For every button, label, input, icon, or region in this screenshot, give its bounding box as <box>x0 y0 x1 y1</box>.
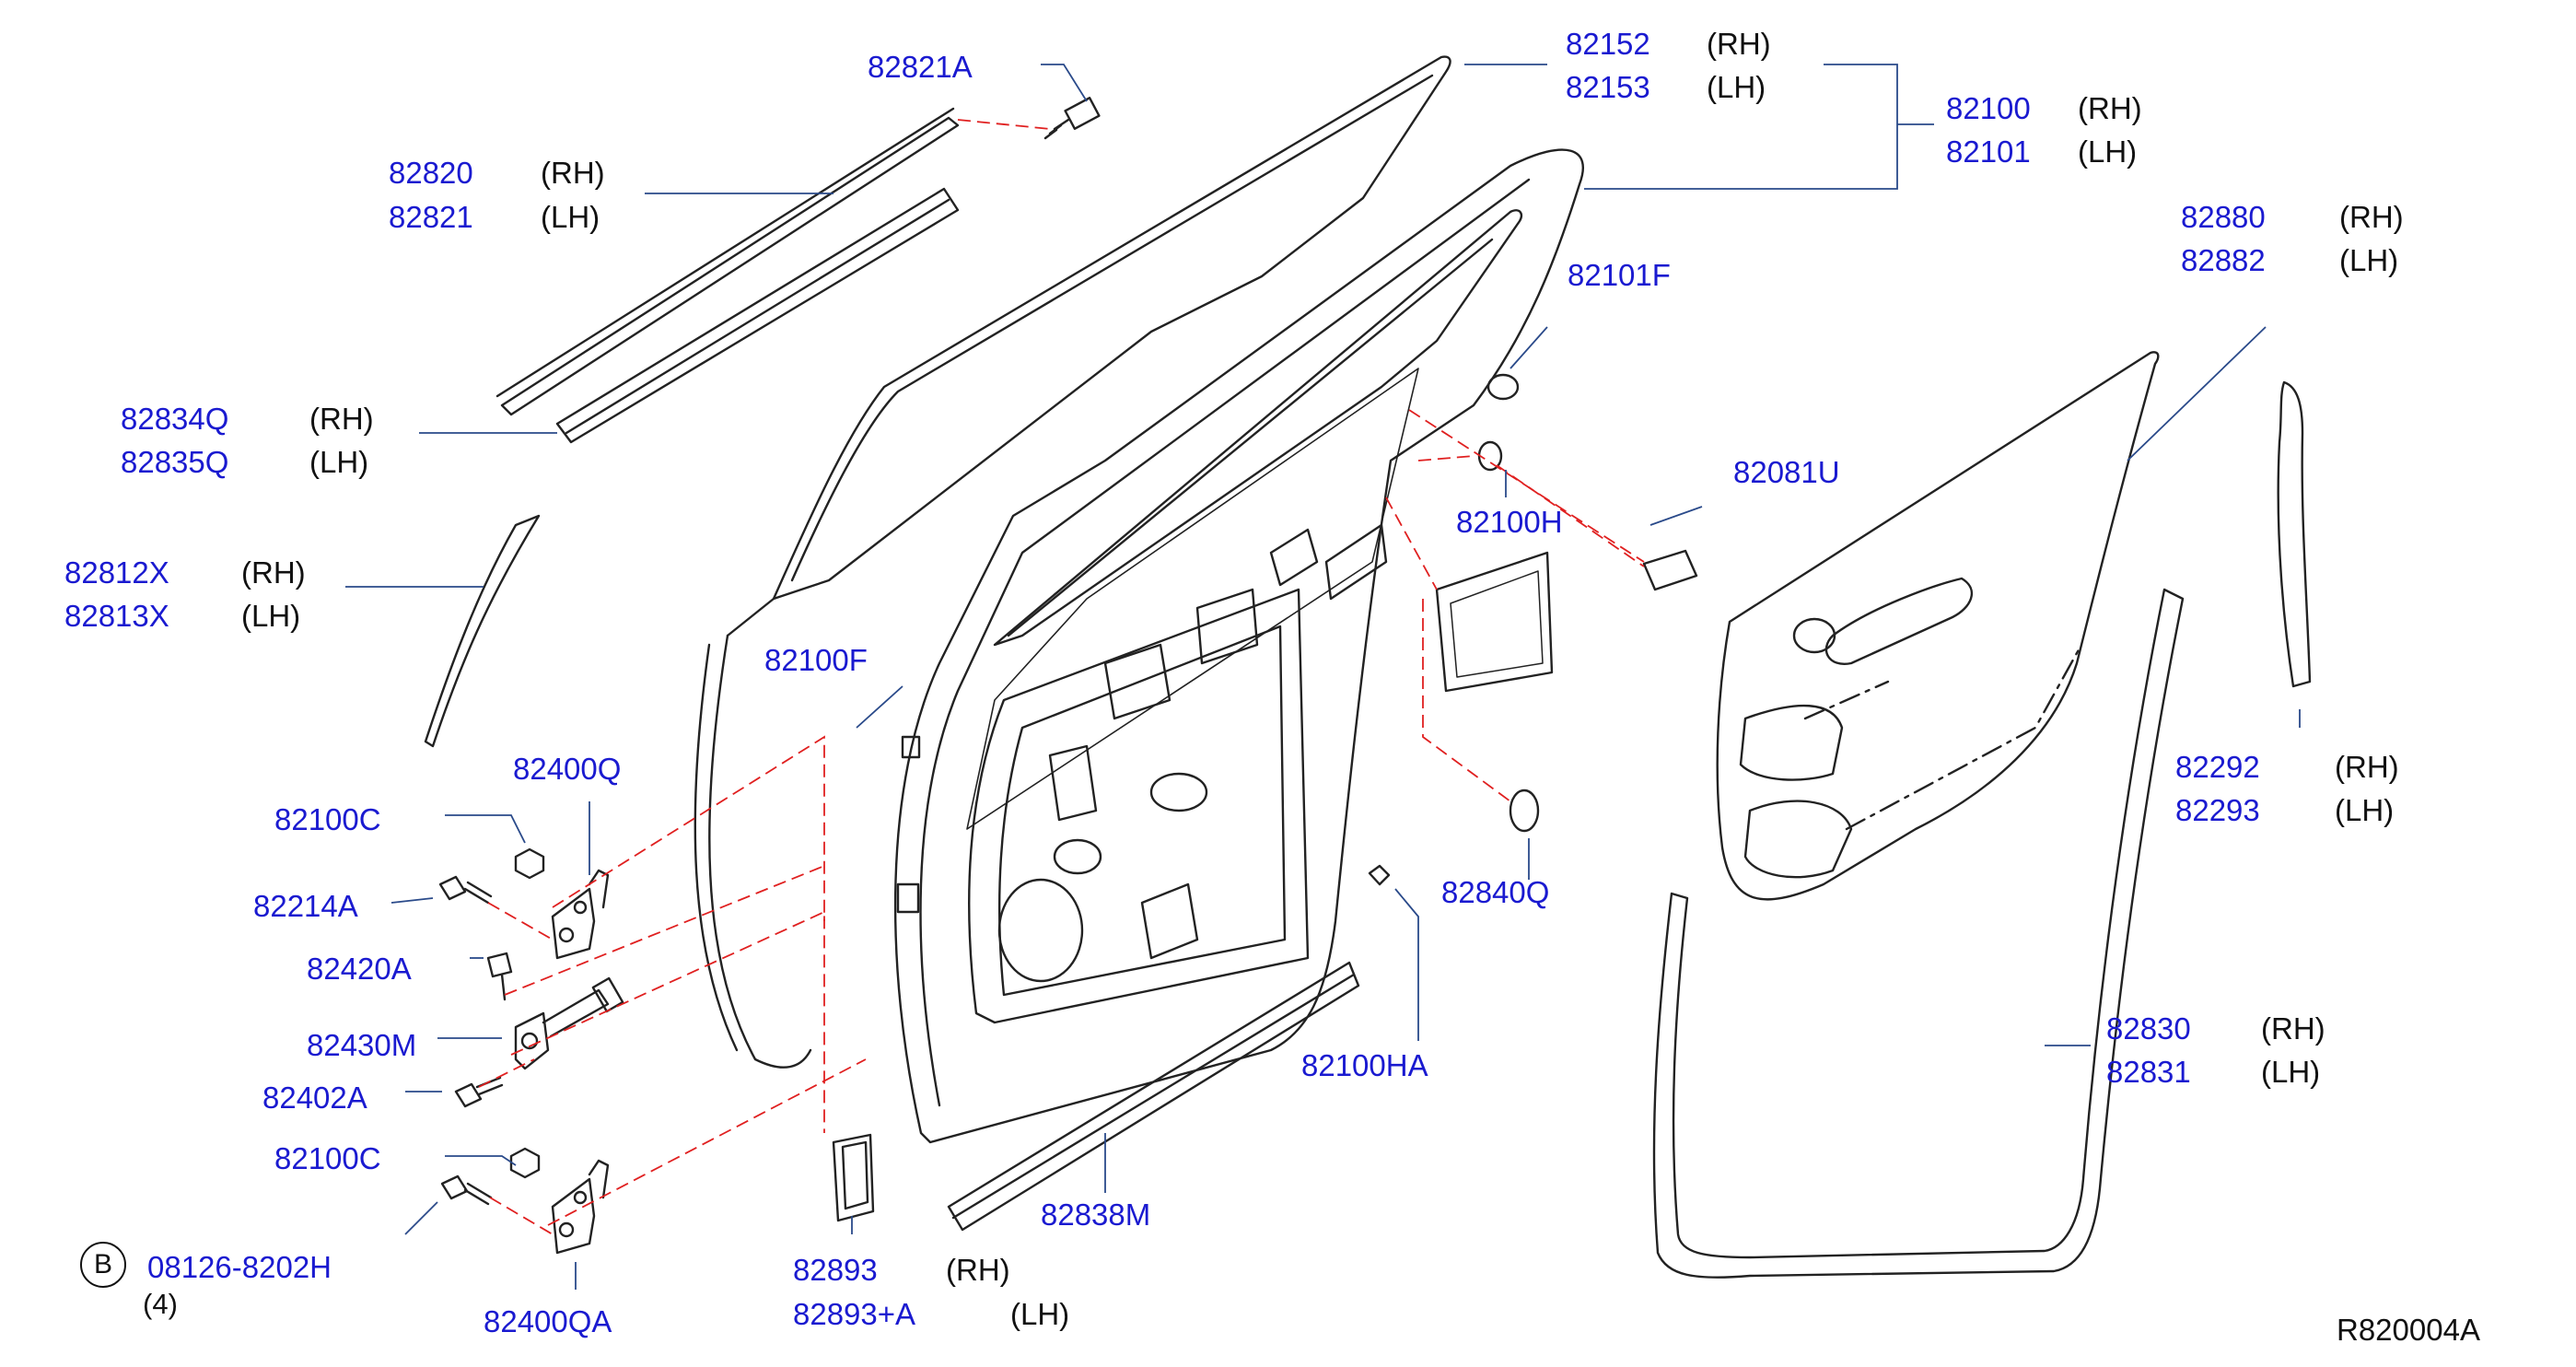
side-label-82821: (LH) <box>541 200 600 234</box>
body-weatherstrip <box>1652 588 2185 1279</box>
part-label-82821a[interactable]: 82821A <box>868 50 973 84</box>
seal-82893 <box>832 1133 875 1222</box>
side-label-82893-a: (LH) <box>1010 1297 1070 1331</box>
side-label-82293: (LH) <box>2335 793 2395 827</box>
bolt-marker-b: B <box>80 1242 126 1288</box>
part-label-82292[interactable]: 82292 <box>2175 750 2260 784</box>
side-label-82893: (RH) <box>946 1253 1010 1287</box>
part-label-82820[interactable]: 82820 <box>389 156 473 190</box>
part-label-82812x[interactable]: 82812X <box>64 555 169 590</box>
part-label-82100c-lower[interactable]: 82100C <box>274 1141 381 1175</box>
side-label-82820: (RH) <box>541 156 605 190</box>
side-label-82101: (LH) <box>2078 134 2138 169</box>
nut-lower <box>509 1147 541 1179</box>
screw-82821a <box>1043 97 1101 140</box>
part-label-82153[interactable]: 82153 <box>1566 70 1650 104</box>
part-label-82838m[interactable]: 82838M <box>1041 1198 1151 1232</box>
diagram-reference-code: R820004A <box>2337 1313 2480 1347</box>
part-label-82831[interactable]: 82831 <box>2106 1055 2191 1089</box>
part-label-82293[interactable]: 82293 <box>2175 793 2260 827</box>
part-label-82835q[interactable]: 82835Q <box>121 445 229 479</box>
sash-cover <box>424 514 541 748</box>
pad-82081u <box>1642 549 1698 591</box>
bolt-82402a <box>454 1076 504 1108</box>
plug-82840q <box>1509 789 1540 833</box>
side-label-82880: (RH) <box>2339 200 2404 234</box>
part-label-82893-a[interactable]: 82893+A <box>793 1297 916 1331</box>
side-label-82153: (LH) <box>1707 70 1766 104</box>
clip-82100ha <box>1368 864 1391 886</box>
side-label-82152: (RH) <box>1707 27 1771 61</box>
part-label-82100ha[interactable]: 82100HA <box>1301 1048 1428 1082</box>
side-label-82813x: (LH) <box>241 599 301 633</box>
part-label-82101f[interactable]: 82101F <box>1568 258 1671 292</box>
part-label-82100c-upper[interactable]: 82100C <box>274 802 381 836</box>
part-label-82880[interactable]: 82880 <box>2181 200 2266 234</box>
side-label-82882: (LH) <box>2339 243 2399 277</box>
bolt-08126 <box>440 1174 493 1206</box>
side-label-82812x: (RH) <box>241 555 306 590</box>
part-label-82821[interactable]: 82821 <box>389 200 473 234</box>
door-trim-panel <box>1716 351 2160 901</box>
side-label-82835q: (LH) <box>309 445 369 479</box>
part-label-82100f[interactable]: 82100F <box>764 643 868 677</box>
side-label-82831: (LH) <box>2261 1055 2321 1089</box>
part-label-82400qa[interactable]: 82400QA <box>484 1304 612 1338</box>
door-inner-panel <box>893 148 1585 1144</box>
side-label-82834q: (RH) <box>309 402 374 436</box>
part-label-82834q[interactable]: 82834Q <box>121 402 229 436</box>
quantity-label: (4) <box>143 1288 178 1320</box>
part-label-08126-8202h[interactable]: 08126-8202H <box>147 1250 332 1284</box>
bolt-82420a <box>486 952 513 1001</box>
part-label-82882[interactable]: 82882 <box>2181 243 2266 277</box>
part-label-82893[interactable]: 82893 <box>793 1253 878 1287</box>
part-label-82420a[interactable]: 82420A <box>307 952 412 986</box>
side-label-82830: (RH) <box>2261 1011 2325 1046</box>
part-label-82830[interactable]: 82830 <box>2106 1011 2191 1046</box>
pull-handle <box>2277 380 2312 688</box>
sealing-screen <box>1435 551 1554 693</box>
nut-upper <box>514 847 545 880</box>
part-label-82840q[interactable]: 82840Q <box>1441 875 1550 909</box>
bolt-82214a <box>438 875 493 905</box>
plug-82101f <box>1486 373 1520 401</box>
side-label-82100: (RH) <box>2078 91 2142 125</box>
weatherstrip-inner <box>555 187 960 444</box>
part-label-82100h[interactable]: 82100H <box>1456 505 1563 539</box>
lower-hinge <box>551 1159 610 1255</box>
part-label-82081u[interactable]: 82081U <box>1733 455 1840 489</box>
door-check <box>514 976 624 1070</box>
upper-hinge <box>551 869 610 960</box>
side-label-82292: (RH) <box>2335 750 2399 784</box>
weatherstrip-outer <box>495 107 960 416</box>
part-label-82813x[interactable]: 82813X <box>64 599 169 633</box>
part-label-82100[interactable]: 82100 <box>1946 91 2031 125</box>
door-glass <box>966 368 1419 830</box>
part-label-82214a[interactable]: 82214A <box>253 889 358 923</box>
part-label-82430m[interactable]: 82430M <box>307 1028 417 1062</box>
part-label-82101[interactable]: 82101 <box>1946 134 2031 169</box>
part-label-82402a[interactable]: 82402A <box>262 1081 367 1115</box>
part-label-82400q[interactable]: 82400Q <box>513 752 622 786</box>
part-label-82152[interactable]: 82152 <box>1566 27 1650 61</box>
outside-molding <box>947 961 1360 1232</box>
door-outer-panel <box>694 55 1451 1069</box>
